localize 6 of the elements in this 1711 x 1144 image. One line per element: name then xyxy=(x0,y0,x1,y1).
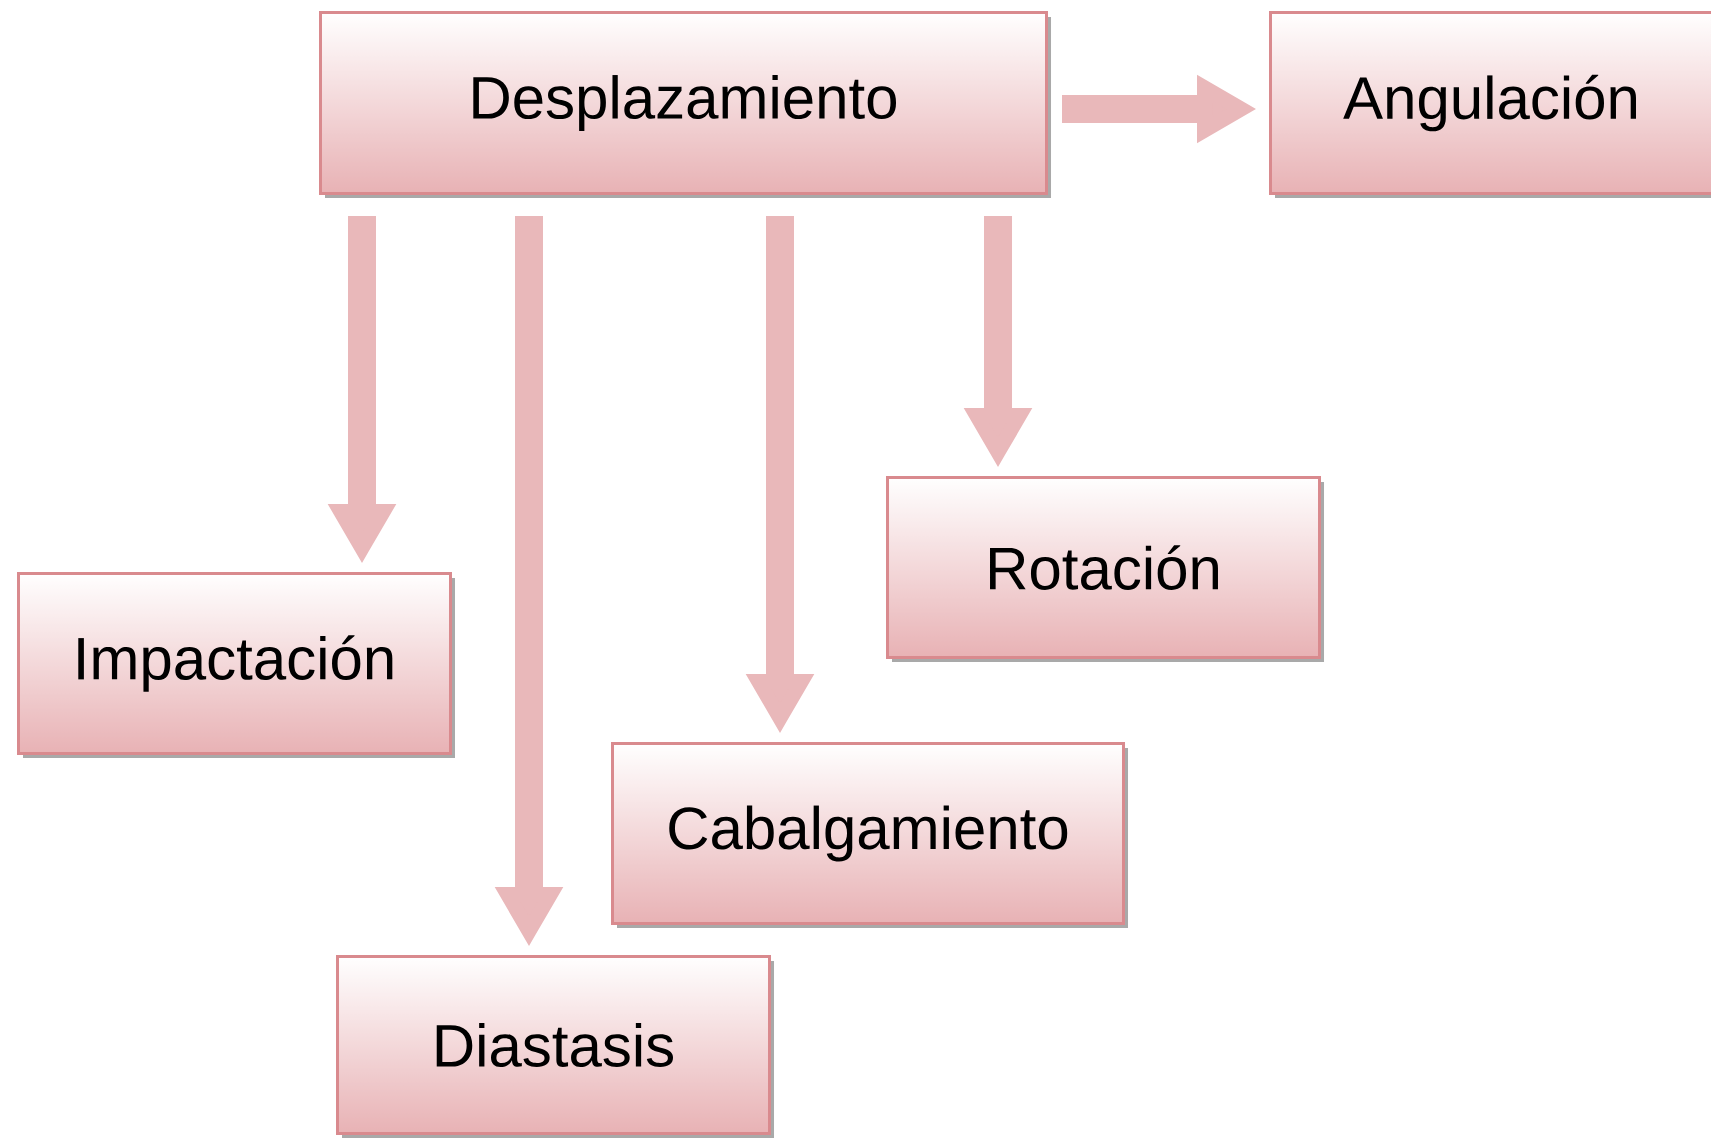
process-box: Impactación xyxy=(17,572,455,758)
process-box: Rotación xyxy=(886,476,1324,662)
process-box: Diastasis xyxy=(336,955,774,1138)
process-box: Cabalgamiento xyxy=(611,742,1128,928)
process-box: Desplazamiento xyxy=(319,11,1051,198)
process-box: Angulación xyxy=(1269,11,1711,198)
